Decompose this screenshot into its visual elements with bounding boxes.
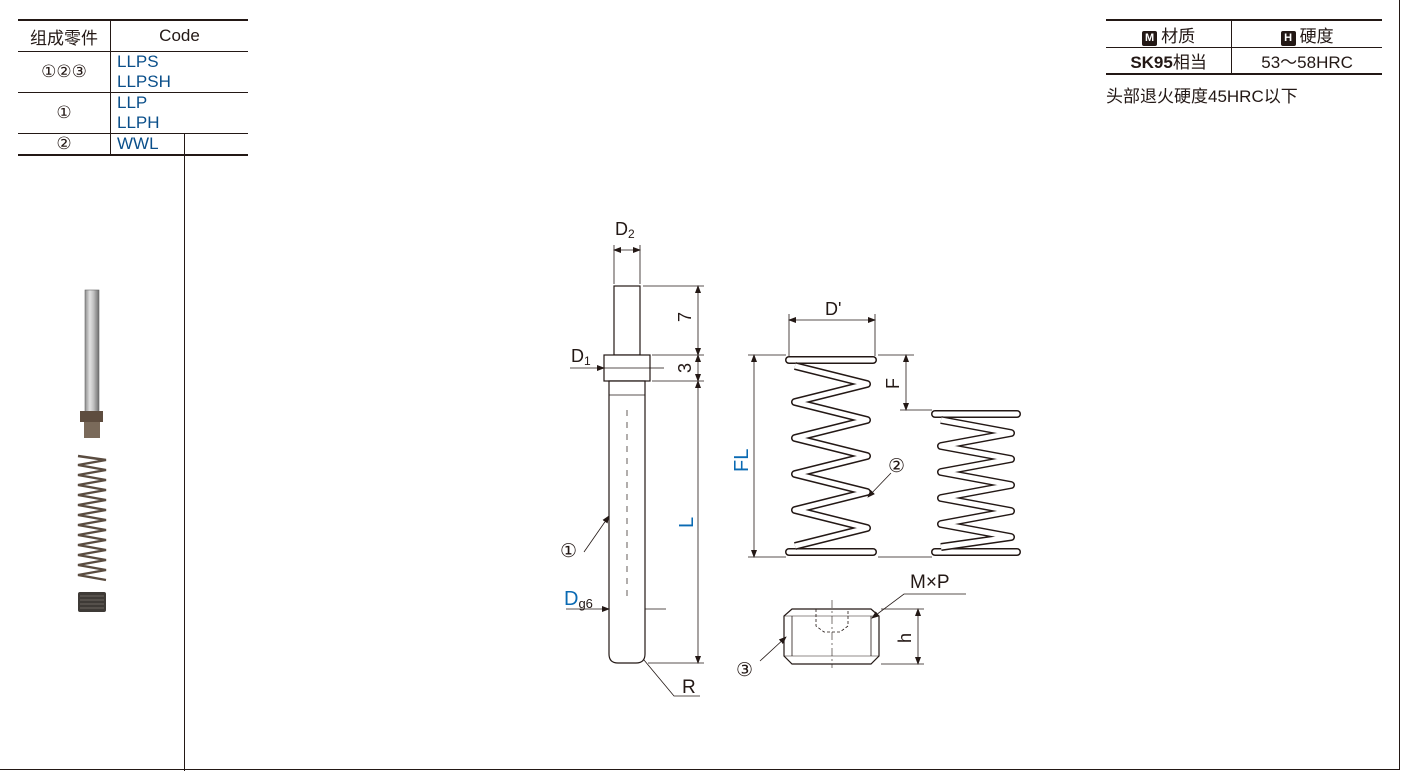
photo-divider <box>184 133 185 771</box>
photo-spring <box>77 454 107 582</box>
radius-R-label: R <box>682 677 696 698</box>
height-h-label: h <box>895 633 915 643</box>
mxp-label: M×P <box>910 572 950 593</box>
d1-label: D1 <box>571 346 591 368</box>
d2-label: D2 <box>615 219 635 241</box>
code-cell: LLP LLPH <box>110 92 248 134</box>
parts-table: 组成零件 Code ①②③ LLPS LLPSH ① LLP LLPH ② WW… <box>18 19 248 156</box>
hardness-cell: 53～58HRC <box>1231 47 1382 75</box>
photo-tip <box>84 422 100 438</box>
pin-callout: ① <box>560 541 577 562</box>
photo-set-screw <box>78 592 106 612</box>
dim-7-label: 7 <box>675 312 695 322</box>
hardness-note: 头部退火硬度45HRC以下 <box>1106 87 1298 106</box>
table-row: ① LLP LLPH <box>18 92 248 134</box>
material-icon: M <box>1142 30 1158 46</box>
code-header: Code <box>110 19 248 52</box>
code-value: LLPH <box>117 113 160 132</box>
product-photo <box>77 289 107 612</box>
dim-3-label: 3 <box>675 363 695 373</box>
pin-drawing <box>603 285 651 664</box>
spring-free <box>785 356 877 556</box>
code-value: LLP <box>117 93 148 112</box>
code-value: LLPSH <box>117 72 171 91</box>
material-grade: SK95 <box>1130 53 1173 72</box>
photo-collar <box>80 411 103 422</box>
screw-callout: ③ <box>736 660 753 681</box>
material-header-label: 材质 <box>1161 26 1196 46</box>
table-row: SK95相当 53～58HRC <box>1106 47 1382 75</box>
set-screw-dimensions <box>759 593 966 665</box>
dg6-label: Dg6 <box>564 588 593 611</box>
parts-cell: ① <box>18 92 111 134</box>
length-L-label: L <box>676 517 698 528</box>
hardness-header-label: 硬度 <box>1299 26 1334 46</box>
parts-header: 组成零件 <box>18 19 111 52</box>
hardness-icon: H <box>1280 30 1296 46</box>
parts-cell: ①②③ <box>18 51 111 93</box>
drawing-labels: D2 D1 7 3 L Dg6 R ① D' F FL ② M×P h ③ <box>560 219 950 698</box>
code-cell: LLPS LLPSH <box>110 51 248 93</box>
free-length-FL-label: FL <box>731 449 753 472</box>
table-row: ①②③ LLPS LLPSH <box>18 51 248 93</box>
code-value: WWL <box>117 134 159 153</box>
photo-rod <box>84 289 100 413</box>
table-row: ② WWL <box>18 133 248 156</box>
material-suffix: 相当 <box>1172 53 1207 72</box>
spring-dimensions <box>748 314 932 558</box>
pin-dimensions <box>566 245 704 697</box>
code-cell: WWL <box>110 133 248 156</box>
parts-cell: ② <box>18 133 111 156</box>
set-screw-drawing <box>783 600 880 668</box>
code-value: LLPS <box>117 52 159 71</box>
stroke-F-label: F <box>883 378 903 389</box>
material-cell: SK95相当 <box>1106 47 1233 75</box>
spring-callout: ② <box>888 456 905 477</box>
d-prime-label: D' <box>825 299 841 319</box>
spring-compressed <box>931 410 1021 556</box>
